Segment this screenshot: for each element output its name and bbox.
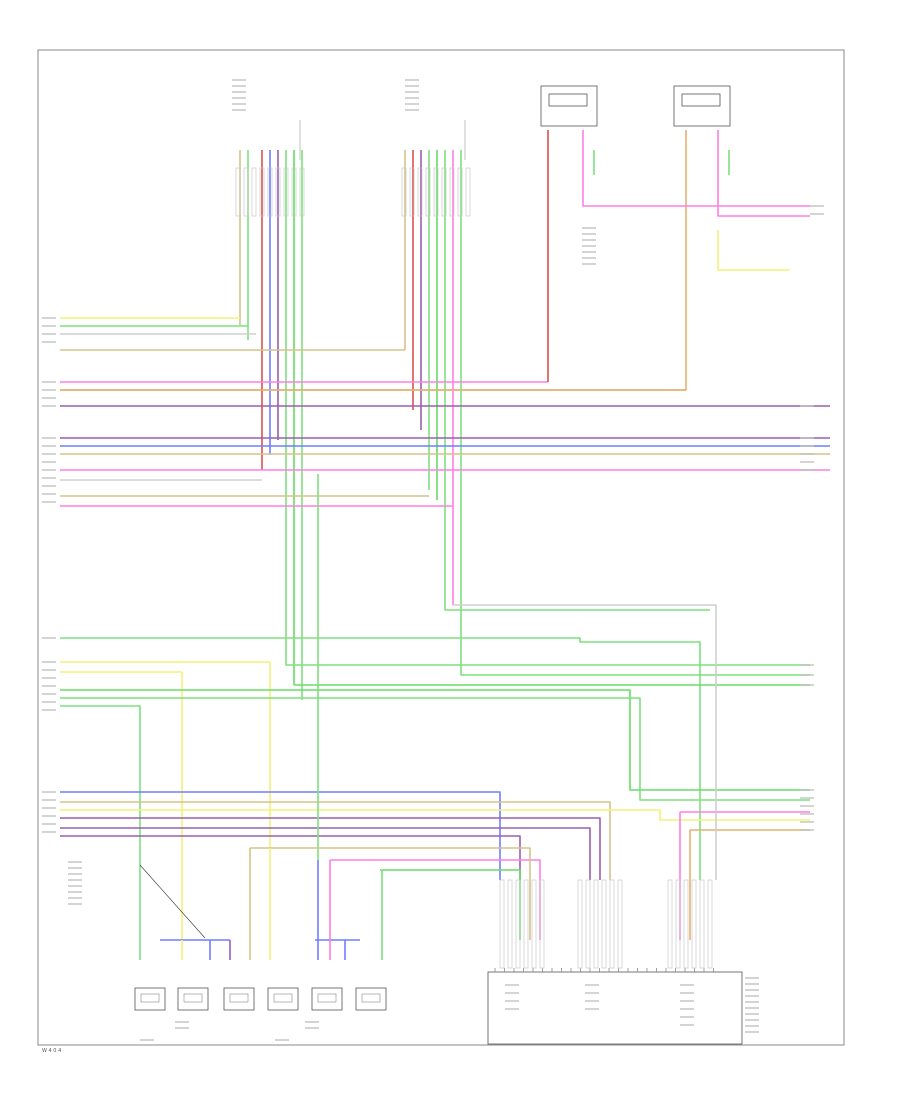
wire <box>60 817 601 880</box>
component-box <box>134 987 166 1011</box>
pin-mark <box>433 167 439 217</box>
pin-mark <box>577 879 583 969</box>
wire <box>582 130 810 207</box>
pin-mark <box>515 879 521 969</box>
wire <box>717 230 790 271</box>
wire <box>60 705 141 960</box>
component-box <box>681 93 721 107</box>
pin-mark <box>523 879 529 969</box>
pin-mark <box>299 167 305 217</box>
component-layer <box>134 85 743 1045</box>
pin-mark <box>667 879 673 969</box>
pin-mark <box>683 879 689 969</box>
pin-mark <box>259 167 265 217</box>
pin-mark <box>699 879 705 969</box>
wire <box>60 671 183 940</box>
wire <box>330 859 541 940</box>
pin-mark <box>441 167 447 217</box>
pin-mark <box>499 879 505 969</box>
wire <box>60 130 687 391</box>
component-box <box>267 987 299 1011</box>
sensor-face <box>229 993 249 1003</box>
wire <box>444 600 710 611</box>
wire <box>60 637 701 880</box>
pin-mark <box>235 167 241 217</box>
pin-mark <box>691 879 697 969</box>
pin-mark <box>417 167 423 217</box>
pin-mark <box>283 167 289 217</box>
pin-mark <box>507 879 513 969</box>
sensor-face <box>183 993 203 1003</box>
pin-mark <box>539 879 545 969</box>
wire <box>717 130 810 217</box>
component-box <box>223 987 255 1011</box>
pin-mark <box>457 167 463 217</box>
pin-mark <box>675 879 681 969</box>
pin-mark <box>251 167 257 217</box>
wire <box>60 661 271 848</box>
pin-mark <box>601 879 607 969</box>
footer-code: W 4 0 4 <box>42 1048 61 1054</box>
wire <box>460 665 810 676</box>
pin-mark <box>243 167 249 217</box>
component-box <box>355 987 387 1011</box>
sensor-face <box>273 993 293 1003</box>
wire-layer <box>60 130 830 960</box>
wire <box>60 689 810 791</box>
wire <box>60 809 810 821</box>
wire <box>60 791 501 880</box>
wire <box>250 847 531 940</box>
label-layer <box>42 79 824 1041</box>
component-box <box>311 987 343 1011</box>
wire <box>60 697 810 801</box>
diagram-frame <box>37 49 845 1046</box>
pin-mark <box>291 167 297 217</box>
sensor-face <box>140 993 160 1003</box>
pin-mark <box>593 879 599 969</box>
wire <box>60 835 521 880</box>
pin-mark <box>409 167 415 217</box>
pin-mark <box>275 167 281 217</box>
pin-mark <box>267 167 273 217</box>
pin-mark <box>707 879 713 969</box>
component-box <box>548 93 588 107</box>
wire <box>60 827 591 880</box>
pin-mark <box>425 167 431 217</box>
sensor-face <box>361 993 381 1003</box>
wire <box>380 869 521 940</box>
wire <box>60 801 611 880</box>
pin-mark <box>401 167 407 217</box>
component-box <box>487 971 743 1045</box>
wire <box>285 655 810 666</box>
wire <box>453 604 717 880</box>
leader-line <box>139 864 206 939</box>
pin-mark <box>609 879 615 969</box>
pin-mark <box>531 879 537 969</box>
pin-mark <box>585 879 591 969</box>
pin-mark <box>449 167 455 217</box>
component-box <box>177 987 209 1011</box>
pin-mark <box>617 879 623 969</box>
pin-mark <box>465 167 471 217</box>
sensor-face <box>317 993 337 1003</box>
